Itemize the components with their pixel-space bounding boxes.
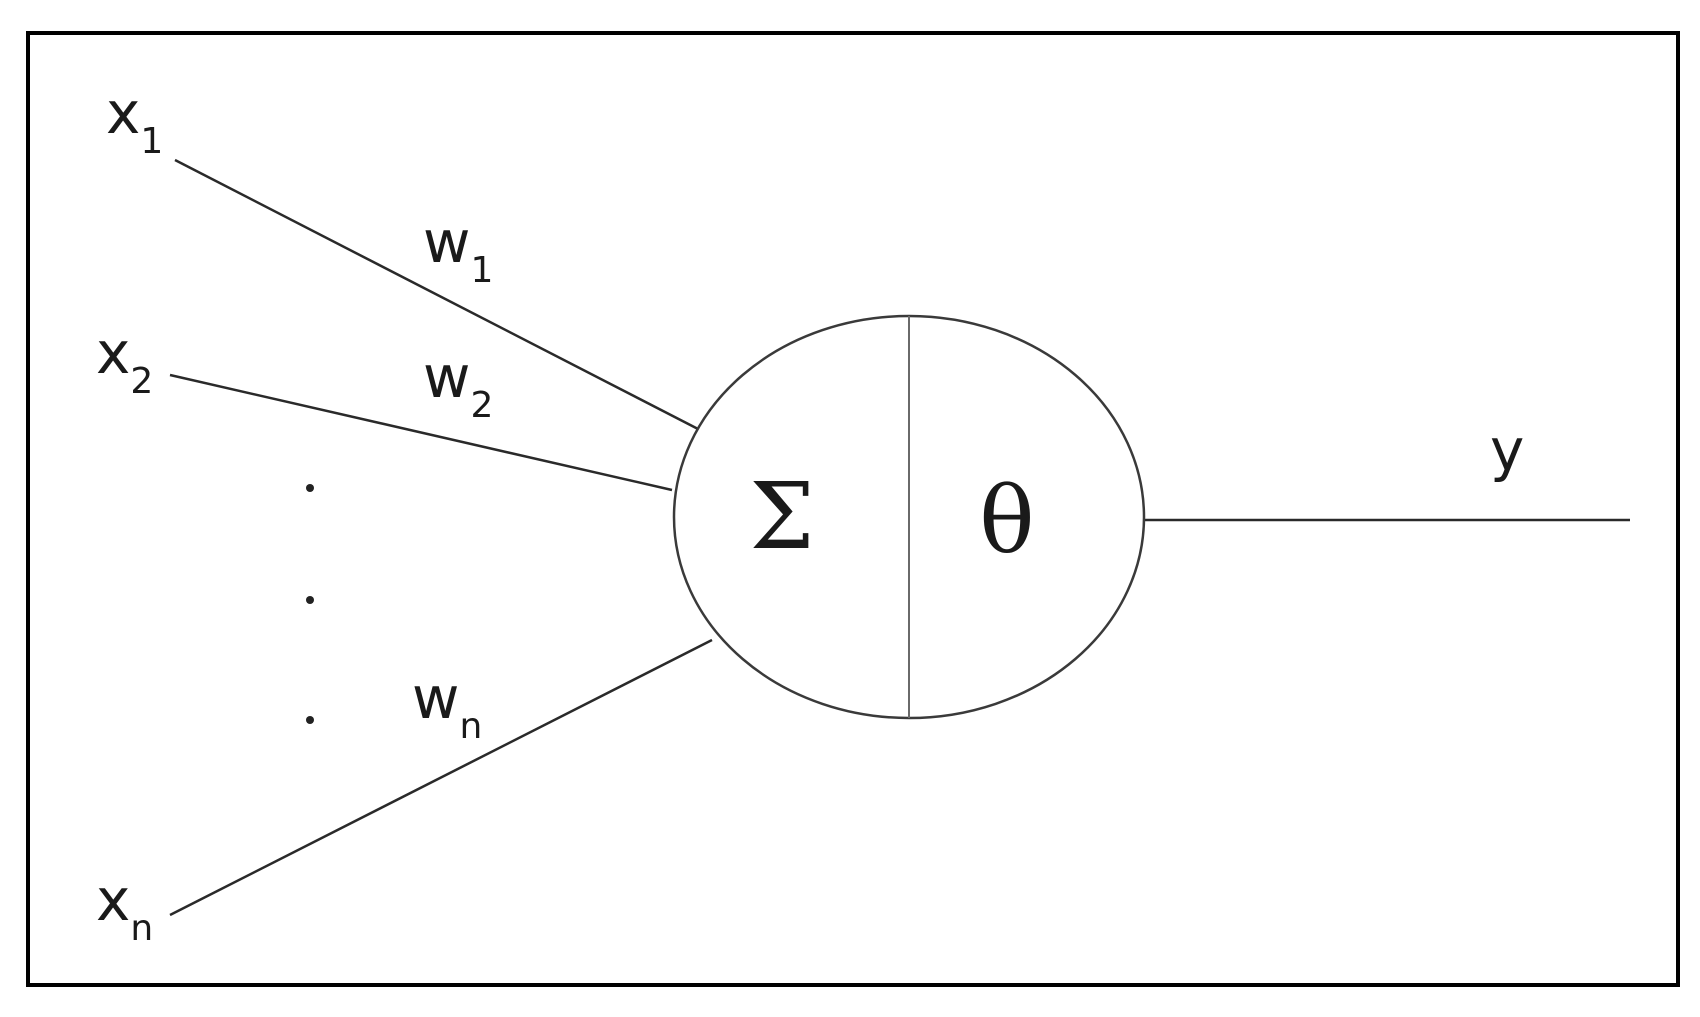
input-label-xn: xn bbox=[96, 866, 153, 949]
output-label-y: y bbox=[1490, 416, 1524, 484]
weight-label-w2: w2 bbox=[423, 343, 493, 426]
ellipsis-dot bbox=[306, 716, 314, 724]
vertical-ellipsis bbox=[306, 484, 314, 724]
edge-x2-to-neuron bbox=[169, 373, 673, 492]
sum-symbol: Σ bbox=[749, 463, 814, 570]
input-label-x1: x1 bbox=[106, 79, 163, 162]
input-label-x2: x2 bbox=[96, 319, 153, 402]
threshold-symbol: θ bbox=[979, 467, 1034, 574]
ellipsis-dot bbox=[306, 484, 314, 492]
ellipsis-dot bbox=[306, 596, 314, 604]
edge-x1-to-neuron bbox=[174, 158, 701, 432]
edge-xn-to-neuron bbox=[169, 638, 713, 917]
weight-label-wn: wn bbox=[412, 664, 482, 747]
weight-label-w1: w1 bbox=[423, 208, 493, 291]
